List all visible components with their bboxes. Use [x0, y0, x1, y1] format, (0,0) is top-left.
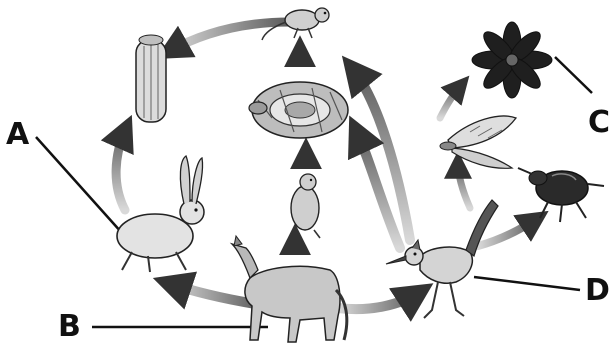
- jackrabbit: [117, 156, 204, 272]
- label-b: B: [58, 312, 81, 342]
- leader-line-d: [474, 277, 580, 290]
- arrow-rat-to-cactus: [168, 22, 290, 52]
- flower: [472, 22, 552, 98]
- label-c: C: [588, 108, 610, 138]
- beetle: [518, 168, 604, 222]
- arrow-coyote-to-roadrunner: [338, 292, 420, 309]
- label-d: D: [585, 276, 610, 306]
- leader-line-c: [555, 57, 592, 93]
- rattlesnake: [249, 82, 348, 138]
- arrow-moth-to-flower: [440, 84, 462, 118]
- arrows: [116, 22, 538, 309]
- arrow-rabbit-to-cactus: [116, 128, 126, 210]
- leader-line-a: [36, 137, 122, 233]
- ground-squirrel: [290, 174, 320, 238]
- cactus: [136, 35, 166, 122]
- arrow-roadrunner-to-moth: [458, 162, 470, 208]
- label-a: A: [6, 120, 29, 150]
- moth: [440, 116, 516, 168]
